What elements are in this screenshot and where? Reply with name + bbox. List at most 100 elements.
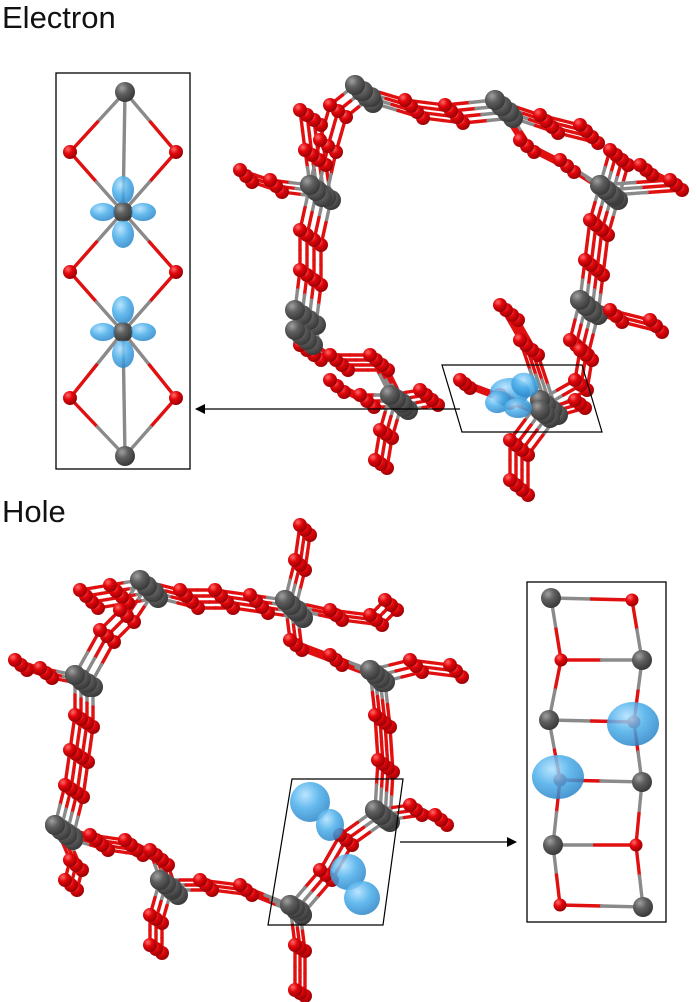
oxygen-atom xyxy=(563,333,577,347)
oxygen-atom xyxy=(293,103,307,117)
atom-layer xyxy=(8,75,689,1002)
orbital-lobe xyxy=(316,809,344,841)
oxygen-atom xyxy=(398,93,412,107)
bond xyxy=(147,363,178,400)
metal-atom xyxy=(65,665,85,685)
oxygen-atom xyxy=(443,658,457,672)
oxygen-atom xyxy=(113,603,127,617)
oxygen-atom xyxy=(293,518,307,532)
metal-atom xyxy=(45,815,65,835)
oxygen-atom xyxy=(63,265,77,279)
orbital-lobe xyxy=(112,176,134,204)
oxygen-atom xyxy=(33,661,47,675)
oxygen-atom xyxy=(353,388,367,402)
oxygen-atom xyxy=(503,473,517,487)
oxygen-atom xyxy=(663,173,677,187)
metal-atom xyxy=(632,650,652,670)
metal-atom xyxy=(130,570,150,590)
orbital-lobe xyxy=(532,755,584,799)
metal-atom xyxy=(360,660,380,680)
orbital-lobe xyxy=(130,203,156,221)
oxygen-atom xyxy=(625,593,639,607)
electron-inset-frame xyxy=(55,72,191,470)
oxygen-atom xyxy=(438,98,452,112)
oxygen-atom xyxy=(193,873,207,887)
oxygen-atom xyxy=(453,373,467,387)
oxygen-atom xyxy=(403,798,417,812)
bond xyxy=(558,903,604,908)
metal-atom xyxy=(485,90,505,110)
oxygen-atom xyxy=(313,863,327,877)
electron-panel-label: Electron xyxy=(2,0,116,35)
metal-atom xyxy=(285,320,305,340)
oxygen-atom xyxy=(553,153,567,167)
oxygen-atom xyxy=(428,808,442,822)
oxygen-atom xyxy=(493,298,507,312)
oxygen-atom xyxy=(233,878,247,892)
orbital-lobe xyxy=(112,296,134,324)
metal-atom xyxy=(590,175,610,195)
oxygen-atom xyxy=(143,908,157,922)
oxygen-atom xyxy=(118,833,132,847)
oxygen-atom xyxy=(63,743,77,757)
metal-atom xyxy=(543,835,563,855)
oxygen-atom xyxy=(403,653,417,667)
orbital-lobe xyxy=(290,782,330,822)
oxygen-atom xyxy=(643,313,657,327)
bond xyxy=(122,90,127,154)
oxygen-atom xyxy=(63,391,77,405)
metal-atom xyxy=(632,772,652,792)
oxygen-atom xyxy=(169,145,183,159)
orbital-lobe xyxy=(511,372,539,398)
oxygen-atom xyxy=(263,173,277,187)
oxygen-atom xyxy=(363,348,377,362)
oxygen-atom xyxy=(169,265,183,279)
metal-atom xyxy=(633,897,653,917)
oxygen-atom xyxy=(533,108,547,122)
metal-atom xyxy=(541,588,561,608)
oxygen-atom xyxy=(293,263,307,277)
bond xyxy=(589,597,634,602)
orbital-lobe xyxy=(112,340,134,368)
oxygen-atom xyxy=(283,633,297,647)
oxygen-atom xyxy=(413,383,427,397)
orbital-lobe xyxy=(504,398,532,418)
hole-selection-box xyxy=(267,778,404,926)
oxygen-atom xyxy=(83,828,97,842)
oxygen-atom xyxy=(323,648,337,662)
oxygen-atom xyxy=(58,778,72,792)
oxygen-atom xyxy=(378,593,392,607)
bond xyxy=(68,363,99,400)
orbital-lobe xyxy=(130,323,156,341)
metal-atom xyxy=(570,290,590,310)
metal-atom xyxy=(275,590,295,610)
oxygen-atom xyxy=(243,588,257,602)
oxygen-atom xyxy=(143,843,157,857)
metal-atom xyxy=(114,323,132,341)
oxygen-atom xyxy=(73,583,87,597)
metal-atom xyxy=(115,446,135,466)
oxygen-atom xyxy=(103,578,117,592)
metal-atom xyxy=(114,203,132,221)
oxygen-atom xyxy=(633,158,647,172)
oxygen-atom xyxy=(323,373,337,387)
oxygen-atom xyxy=(58,873,72,887)
orbital-lobe xyxy=(607,702,659,746)
oxygen-atom xyxy=(568,393,582,407)
oxygen-atom xyxy=(323,603,337,617)
oxygen-atom xyxy=(323,98,337,112)
oxygen-atom xyxy=(323,348,337,362)
orbital-lobe xyxy=(90,323,116,341)
oxygen-atom xyxy=(513,333,527,347)
electron-selection-box xyxy=(441,364,603,433)
metal-atom xyxy=(300,175,320,195)
oxygen-atom xyxy=(368,453,382,467)
metal-atom xyxy=(115,82,135,102)
oxygen-atom xyxy=(368,708,382,722)
oxygen-atom xyxy=(298,143,312,157)
oxygen-atom xyxy=(233,163,247,177)
orbital-lobe xyxy=(330,854,366,890)
oxygen-atom xyxy=(208,583,222,597)
metal-atom xyxy=(345,75,365,95)
